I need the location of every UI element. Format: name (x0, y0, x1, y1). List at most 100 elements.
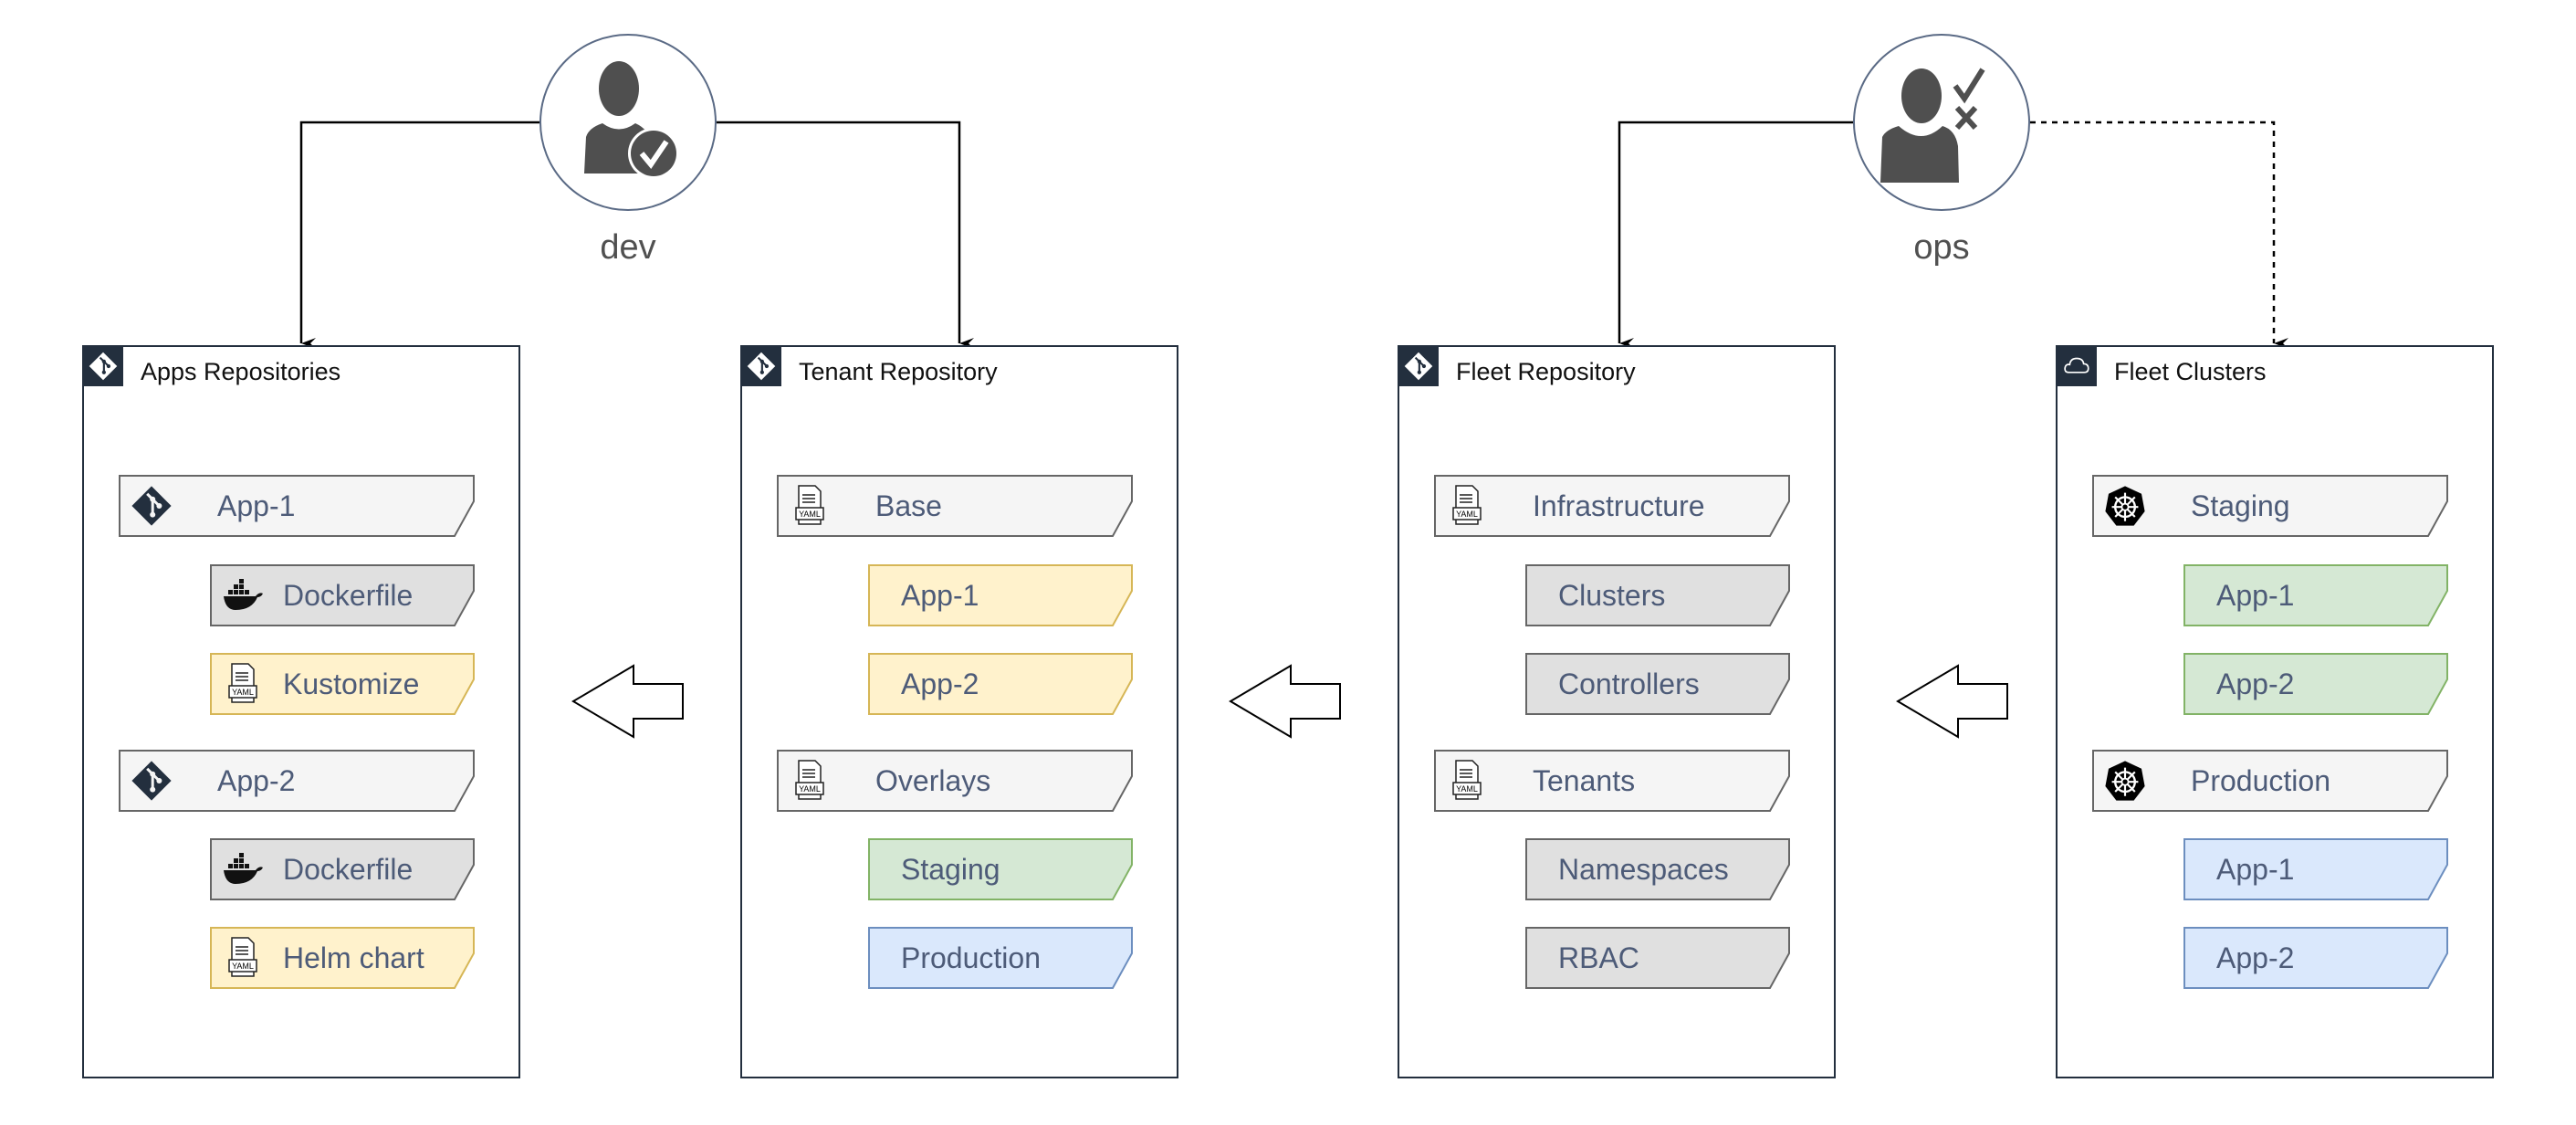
card-shape (1525, 564, 1790, 626)
ops-to-clusters-connector (2030, 121, 2288, 349)
item-label: Overlays (875, 764, 991, 797)
item-label: Controllers (1558, 668, 1700, 700)
item-label: App-2 (217, 764, 296, 797)
card-shape (2183, 653, 2448, 715)
card-shape (1434, 750, 1790, 812)
svg-text:YAML: YAML (799, 784, 821, 794)
card-shape (868, 838, 1133, 900)
card-shape (868, 653, 1133, 715)
list-item[interactable]: RBAC (1525, 927, 1790, 989)
card-shape (777, 475, 1133, 537)
card-shape (777, 750, 1133, 812)
card-shape (210, 927, 475, 989)
item-label: Staging (2191, 489, 2290, 522)
list-item[interactable]: App-1 (2183, 838, 2448, 900)
list-item[interactable]: Production (2092, 750, 2448, 812)
svg-text:YAML: YAML (232, 688, 254, 697)
card-shape (1434, 475, 1790, 537)
list-item[interactable]: Namespaces (1525, 838, 1790, 900)
svg-text:YAML: YAML (1456, 784, 1478, 794)
item-label: Namespaces (1558, 853, 1729, 886)
list-item[interactable]: App-2 (119, 750, 475, 812)
flow-arrow-left-icon (571, 664, 684, 739)
card-shape (2183, 838, 2448, 900)
dev-persona-circle (539, 34, 717, 211)
docker-icon (221, 847, 265, 891)
docker-icon (221, 573, 265, 617)
yaml-icon: YAML (221, 936, 265, 980)
item-label: App-2 (2216, 668, 2295, 700)
card-shape (1525, 838, 1790, 900)
flow-arrow-left-icon (1229, 664, 1341, 739)
item-label: App-1 (2216, 853, 2295, 886)
card-shape (119, 750, 475, 812)
list-item[interactable]: App-1 (119, 475, 475, 537)
yaml-icon: YAML (788, 759, 832, 803)
svg-text:YAML: YAML (799, 510, 821, 519)
card-shape (210, 653, 475, 715)
dev-persona-label: dev (600, 228, 656, 267)
yaml-icon: YAML (221, 662, 265, 706)
card-shape (210, 838, 475, 900)
git-icon (130, 484, 173, 528)
list-item[interactable]: App-2 (2183, 653, 2448, 715)
git-icon (130, 759, 173, 803)
kubernetes-icon (2103, 759, 2147, 803)
card-shape (2092, 475, 2448, 537)
item-label: Production (2191, 764, 2330, 797)
list-item[interactable]: App-1 (2183, 564, 2448, 626)
git-icon (1398, 345, 1439, 386)
list-item[interactable]: Dockerfile (210, 838, 475, 900)
item-label: App-1 (2216, 579, 2295, 612)
dev-to-tenant-connector (717, 121, 974, 349)
cloud-icon (2056, 345, 2097, 386)
item-label: App-2 (2216, 941, 2295, 974)
list-item[interactable]: App-2 (868, 653, 1133, 715)
list-item[interactable]: YAML Kustomize (210, 653, 475, 715)
list-item[interactable]: Dockerfile (210, 564, 475, 626)
item-label: Staging (901, 853, 1000, 886)
yaml-icon: YAML (1445, 759, 1489, 803)
svg-text:YAML: YAML (232, 962, 254, 971)
yaml-icon: YAML (788, 484, 832, 528)
list-item[interactable]: Controllers (1525, 653, 1790, 715)
user-check-icon (584, 61, 679, 179)
item-label: Base (875, 489, 942, 522)
svg-text:YAML: YAML (1456, 510, 1478, 519)
list-item[interactable]: YAML Helm chart (210, 927, 475, 989)
item-label: Clusters (1558, 579, 1666, 612)
container-title: Fleet Clusters (2114, 358, 2267, 385)
card-shape (1525, 653, 1790, 715)
card-shape (2092, 750, 2448, 812)
list-item[interactable]: YAML Overlays (777, 750, 1133, 812)
ops-persona-circle (1853, 34, 2030, 211)
list-item[interactable]: Staging (868, 838, 1133, 900)
item-label: Dockerfile (283, 579, 414, 612)
card-shape (2183, 927, 2448, 989)
list-item[interactable]: Clusters (1525, 564, 1790, 626)
card-shape (210, 564, 475, 626)
list-item[interactable]: Production (868, 927, 1133, 989)
item-label: Helm chart (283, 941, 424, 974)
list-item[interactable]: Staging (2092, 475, 2448, 537)
git-icon (82, 345, 123, 386)
flow-arrow-left-icon (1896, 664, 2008, 739)
user-approve-reject-icon (1880, 68, 1985, 183)
item-label: RBAC (1558, 941, 1639, 974)
yaml-icon: YAML (1445, 484, 1489, 528)
dev-to-apps-connector (299, 121, 539, 349)
card-shape (868, 564, 1133, 626)
item-label: Kustomize (283, 668, 420, 700)
list-item[interactable]: YAML Base (777, 475, 1133, 537)
ops-to-fleet-connector (1618, 121, 1853, 349)
container-title: Apps Repositories (141, 358, 341, 385)
list-item[interactable]: App-1 (868, 564, 1133, 626)
list-item[interactable]: App-2 (2183, 927, 2448, 989)
